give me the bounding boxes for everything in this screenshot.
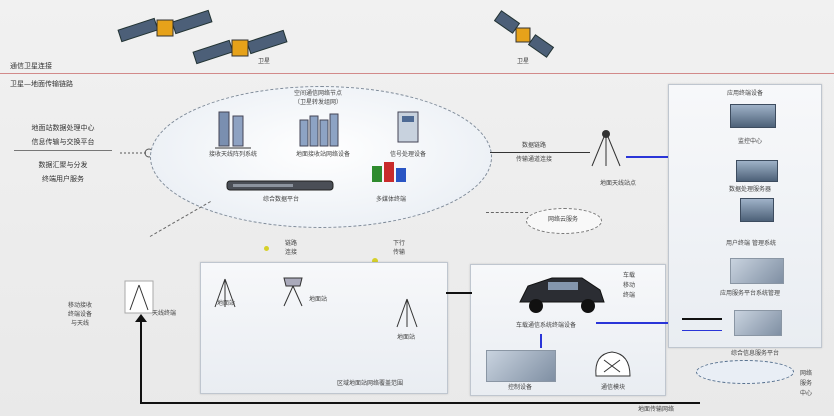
ground-station-icon-2	[283, 277, 303, 307]
control-device-label: 控制设备	[507, 384, 532, 391]
far-left-antenna-label: 天线终端	[151, 310, 176, 317]
far-left-line-3: 与天线	[70, 320, 89, 327]
ground-station-footer: 区域地面站网络覆盖范围	[336, 380, 403, 387]
car-label-3: 终端	[622, 292, 635, 299]
left-arrow-icon	[120, 148, 154, 158]
left-panel-subtitle: 信息传输与交换平台	[31, 138, 95, 146]
vehicle-mid-label: 车载通信系统终端设备	[515, 322, 576, 329]
service-platform-icon	[734, 310, 782, 336]
control-device-icon	[486, 350, 556, 382]
ellipse-node-5-label: 多媒体终端	[375, 196, 406, 203]
right-panel-item-4-label: 用户终端 管理系统	[726, 240, 776, 247]
car-label-1: 车载	[622, 272, 635, 279]
antenna-array-icon	[215, 111, 251, 149]
dashed-label-2: 连接	[284, 249, 297, 256]
ground-station-label-2: 地面站	[308, 296, 327, 303]
yellow-node-2	[372, 258, 378, 264]
right-panel-item-6-label: 综合信息服务平台	[730, 350, 779, 357]
satellite-3-label: 卫星	[516, 58, 529, 65]
right-connector-2	[682, 330, 722, 331]
data-platform-icon	[226, 180, 334, 191]
ellipse-title-2: （卫星转发组网）	[293, 99, 342, 106]
bottom-caption: 地面传输网络	[637, 406, 674, 413]
ellipse-node-2-label: 地面接收站网络设备	[295, 151, 350, 158]
space-network-ellipse	[150, 86, 492, 228]
bottom-return-arrow-icon	[135, 314, 147, 322]
ellipse-node-1-label: 接收天线阵列系统	[208, 151, 257, 158]
top-left-label-1: 通信卫星连接	[10, 62, 52, 70]
yellow-node-1	[264, 246, 269, 251]
cloud-dashed-link	[486, 212, 528, 213]
satellite-icon-3	[494, 10, 555, 58]
dashed-link-1	[149, 201, 211, 237]
right-panel-item-2-label: 监控中心	[737, 138, 762, 145]
dashed-label-4: 传输	[392, 249, 405, 256]
satellite-icon-2	[192, 29, 288, 65]
monitor-center-icon	[736, 160, 778, 182]
far-left-line-1: 移动接收	[67, 302, 92, 309]
server-icon	[740, 198, 774, 222]
multimedia-terminal-icon	[372, 162, 406, 182]
bottom-right-text-2: 服务	[800, 380, 813, 387]
dashed-label-1: 链路	[284, 240, 297, 247]
far-left-line-2: 终端设备	[67, 311, 92, 318]
terminal-device-icon	[730, 104, 776, 128]
antenna-icon-right	[591, 130, 621, 167]
ground-station-label-3: 地面站	[396, 334, 415, 341]
ground-station-region-box	[200, 262, 448, 394]
car-label-2: 移动	[622, 282, 635, 289]
signal-processor-icon	[397, 111, 419, 143]
right-panel-ellipse	[696, 360, 794, 384]
bottom-right-text-3: 中心	[800, 390, 813, 397]
right-panel-item-3-label: 数据处理服务器	[728, 186, 771, 193]
vehicle-blue-line-h	[596, 322, 668, 324]
network-cloud	[526, 208, 602, 234]
ground-station-network-icon	[299, 113, 339, 147]
bottom-return-vertical	[140, 320, 142, 404]
communication-module-label: 通信模块	[600, 384, 625, 391]
dashed-label-3: 下行	[392, 240, 405, 247]
ground-station-label-1: 地面站	[216, 300, 235, 307]
satellite-icon-1	[117, 9, 213, 43]
middle-link-label-1: 数据链路	[521, 142, 546, 149]
middle-link-label-2: 传输通道连接	[515, 156, 552, 163]
bottom-right-text-1: 网络	[800, 370, 813, 377]
bottom-return-horizontal	[140, 402, 700, 404]
right-panel-item-5-label: 应用服务平台系统管理	[719, 290, 780, 297]
satellite-2-label: 卫星	[257, 58, 270, 65]
ground-station-icon-3	[396, 298, 418, 328]
ellipse-title-1: 空间通信网络节点	[293, 90, 342, 97]
right-connector-1	[682, 318, 722, 320]
ellipse-node-4-label: 综合数据平台	[262, 196, 299, 203]
communication-module-icon	[595, 351, 631, 377]
middle-link-line	[490, 152, 590, 153]
left-panel-line-3: 数据汇聚与分发	[38, 161, 88, 169]
user-terminal-icon	[730, 258, 784, 284]
car-icon	[519, 277, 605, 313]
blue-link-line	[626, 156, 686, 158]
right-panel-item-1-label: 应用终端设备	[726, 90, 763, 97]
ellipse-node-3-label: 信号处理设备	[389, 151, 426, 158]
left-panel-title: 地面站数据处理中心	[31, 124, 95, 132]
left-panel-line-4: 终端用户服务	[42, 175, 84, 183]
horizon-line	[0, 73, 834, 74]
top-left-label-2: 卫星—地面传输链路	[10, 80, 73, 88]
left-panel-divider	[14, 150, 112, 151]
antenna-right-label: 地面天线站点	[599, 180, 636, 187]
ground-station-icon-1	[214, 278, 236, 308]
network-cloud-label: 网络云服务	[547, 216, 578, 223]
box-link-line	[446, 292, 472, 294]
vehicle-blue-line	[540, 334, 542, 348]
mobile-antenna-icon	[124, 280, 154, 314]
